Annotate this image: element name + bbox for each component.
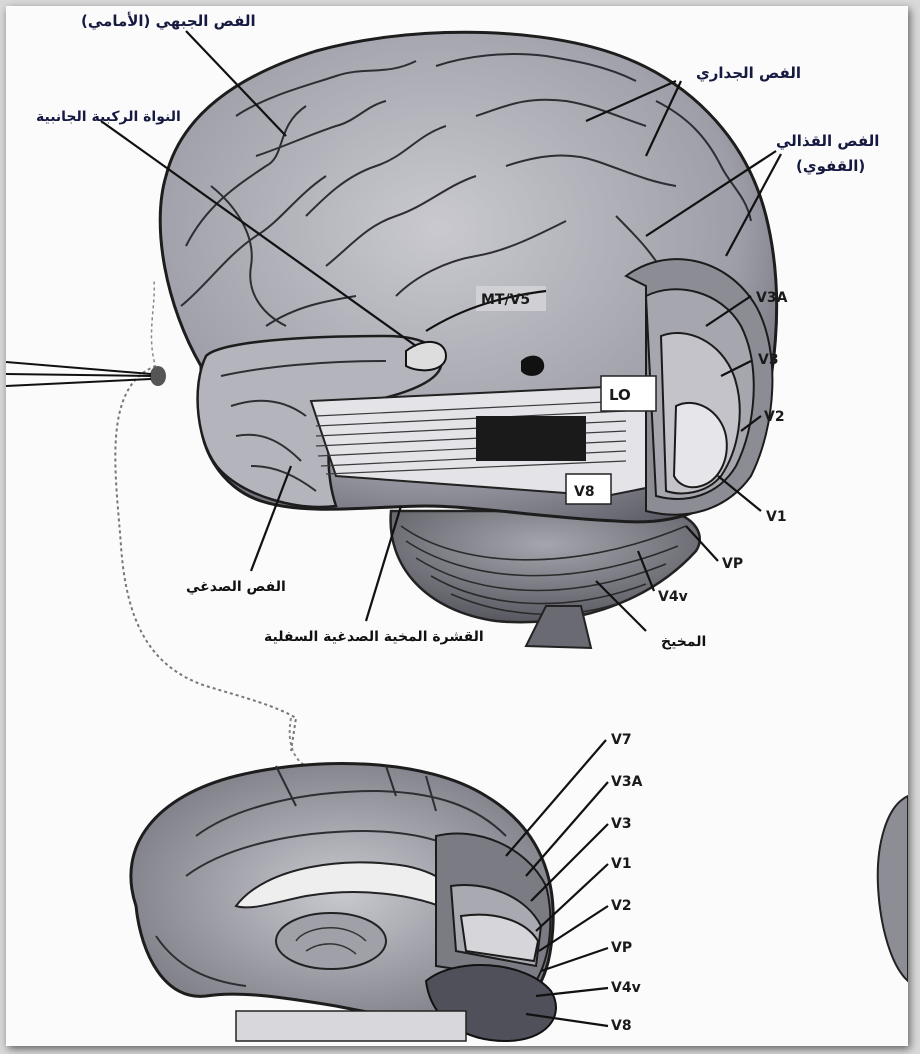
cutaway-dark-block: [476, 416, 586, 461]
lgn-nucleus: [406, 342, 446, 370]
label-occipital-lobe-1: الفص القذالي: [776, 132, 879, 150]
label-temporal-lobe: الفص الصدغي: [186, 579, 286, 595]
label-vp-medial: VP: [611, 940, 632, 956]
label-v4v-lateral: V4v: [658, 589, 688, 605]
eye-icon: [150, 366, 166, 386]
label-mt-v5: MT/V5: [481, 292, 530, 308]
mt-spot: [521, 356, 544, 376]
label-v8-medial: V8: [611, 1018, 632, 1034]
connector-dashed: [290, 718, 306, 766]
label-v7-medial: V7: [611, 732, 632, 748]
thalamus: [276, 913, 386, 969]
label-frontal-lobe: الفص الجبهي (الأمامي): [81, 12, 256, 30]
label-v1-medial: V1: [611, 856, 632, 872]
label-v3a-medial: V3A: [611, 774, 643, 790]
label-v1-lateral: V1: [766, 509, 787, 525]
label-v3-lateral: V3: [758, 352, 779, 368]
label-v3a-lateral: V3A: [756, 290, 788, 306]
label-cerebellum: المخيخ: [661, 634, 706, 650]
nose-outline: [151, 281, 156, 368]
brain-diagram: الفص الجبهي (الأمامي) النواة الركبية الج…: [6, 6, 908, 1046]
label-vp-lateral: VP: [722, 556, 743, 572]
medial-lower-block: [236, 1011, 466, 1041]
label-v4v-medial: V4v: [611, 980, 641, 996]
label-v3-medial: V3: [611, 816, 632, 832]
figure-frame: الفص الجبهي (الأمامي) النواة الركبية الج…: [6, 6, 908, 1046]
label-lo: LO: [609, 386, 631, 404]
label-inferior-temporal: القشرة المخية الصدغية السفلية: [264, 629, 484, 645]
medial-area-labels: V7 V3A V3 V1 V2 VP V4v V8: [611, 732, 643, 1034]
label-occipital-lobe-2: (القفوي): [796, 157, 865, 176]
label-lgn-1: النواة الركبية الجانبية: [36, 109, 181, 125]
medial-brain: [131, 718, 908, 1041]
label-v2-medial: V2: [611, 898, 632, 914]
label-parietal-lobe: الفص الجداري: [696, 64, 801, 83]
light-rays: [6, 362, 151, 386]
label-v8-lateral: V8: [574, 484, 595, 500]
partial-brain-right: [878, 796, 908, 981]
label-v2-lateral: V2: [764, 409, 785, 425]
